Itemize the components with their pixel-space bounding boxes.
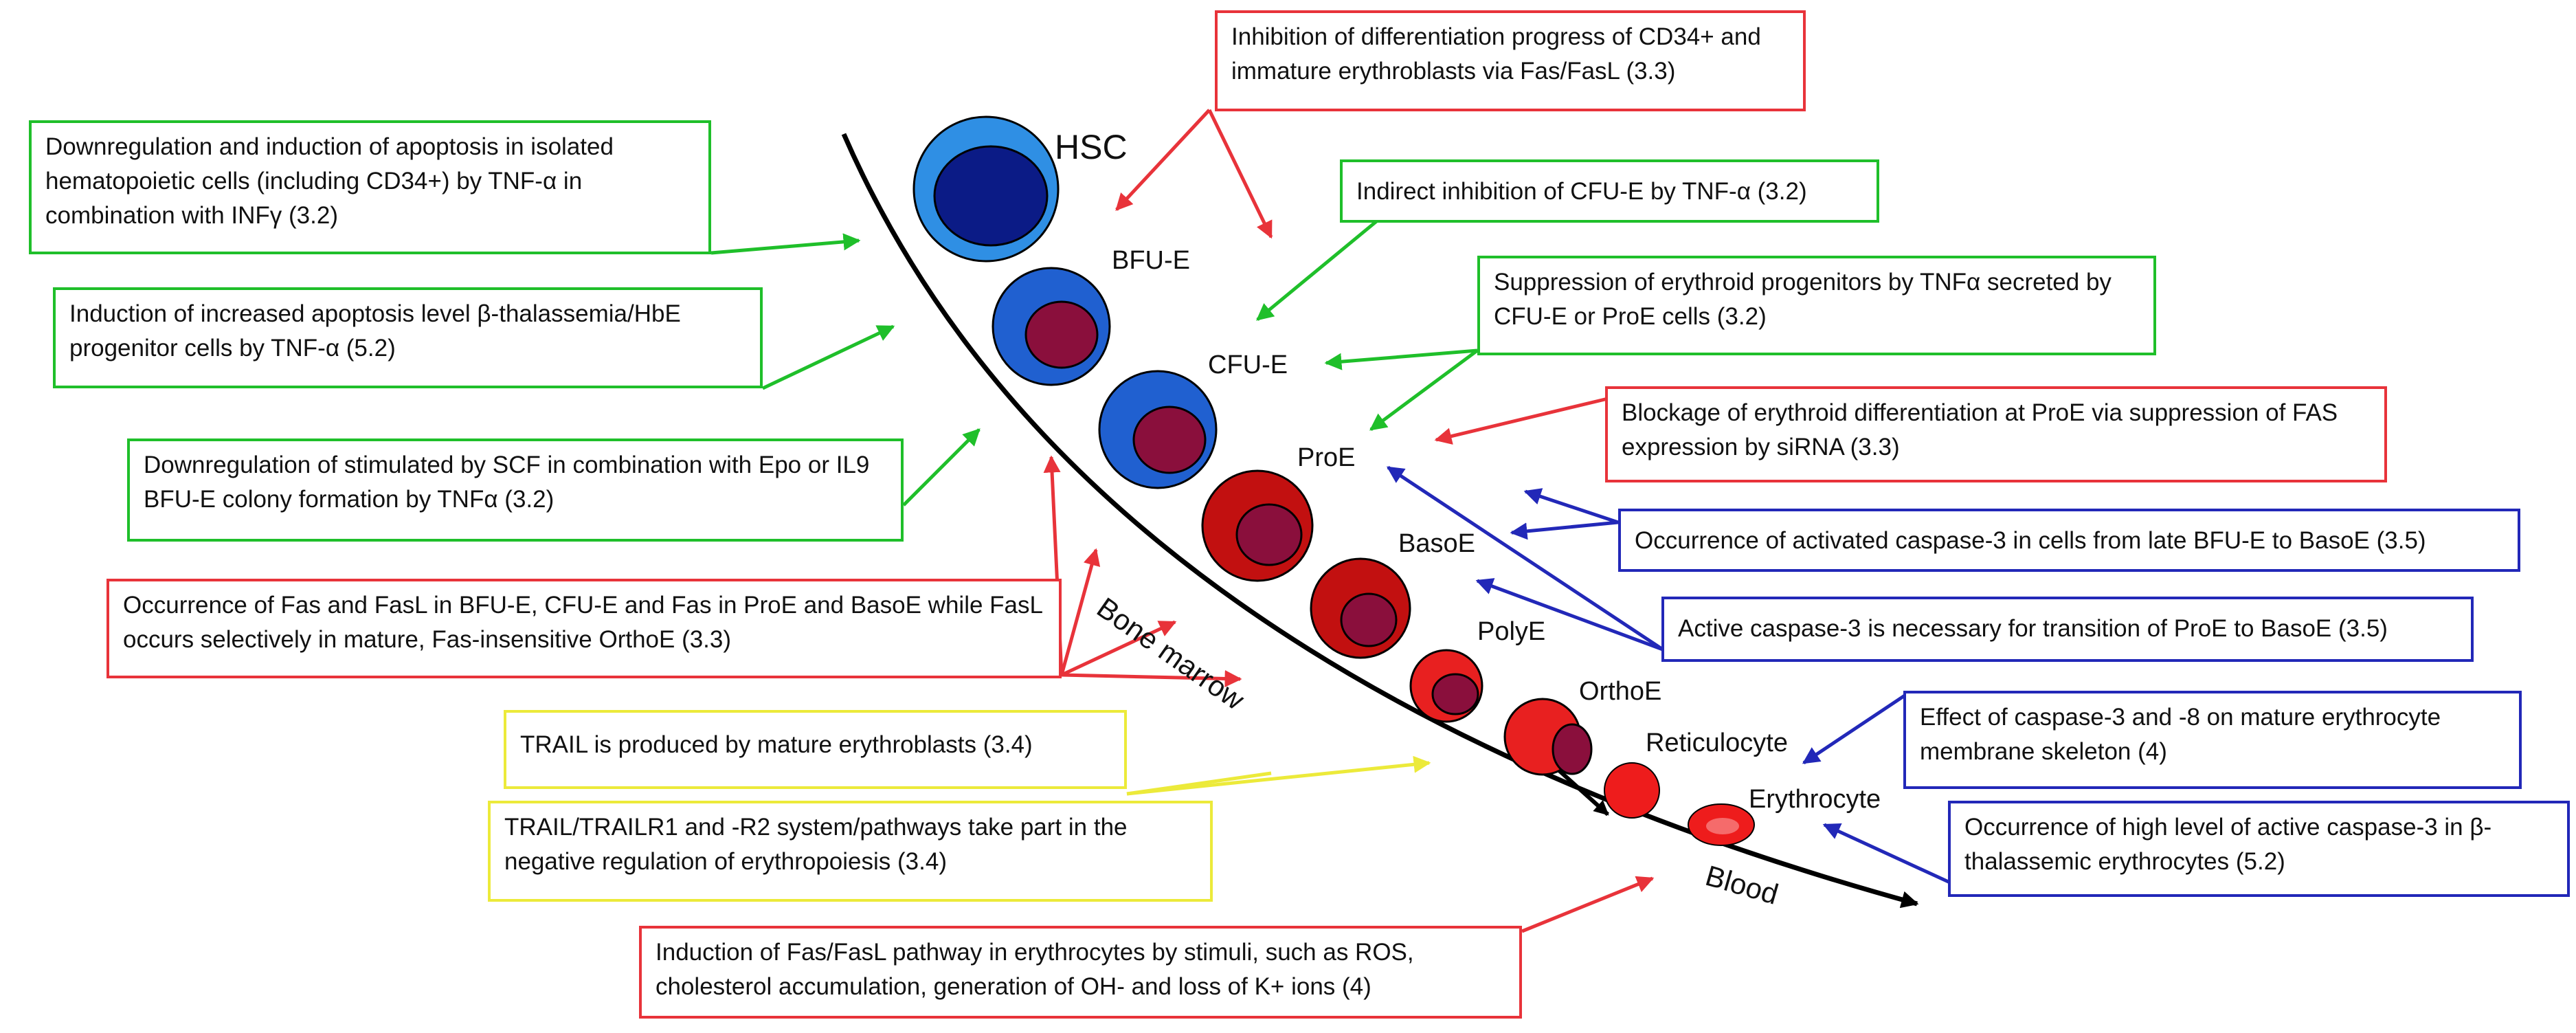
cell-proe: [1201, 469, 1314, 582]
box-thal-apoptosis: Induction of increased apoptosis level β…: [53, 287, 763, 388]
cell-orthoe: [1503, 698, 1593, 776]
cell-erythrocyte: [1688, 803, 1755, 846]
green-arrow-thal: [761, 324, 895, 390]
red-arrow-fas-4: [1061, 669, 1242, 687]
red-arrow-proe: [1434, 397, 1609, 445]
blue-arrow-membrane: [1802, 692, 1908, 765]
label-bfue: BFU-E: [1112, 246, 1190, 275]
label-cfue: CFU-E: [1208, 351, 1288, 379]
label-hsc: HSC: [1055, 128, 1128, 166]
blue-arrow-thal: [1822, 823, 1953, 885]
box-fas-inhibition: Inhibition of differentiation progress o…: [1215, 10, 1806, 111]
blue-arrow-caspase-2: [1510, 520, 1619, 540]
box-sirna-blockage: Blockage of erythroid differentiation at…: [1605, 386, 2387, 482]
green-arrow-suppression-proe: [1369, 348, 1479, 432]
red-arrow-erythrocytes: [1521, 876, 1655, 933]
label-erythrocyte: Erythrocyte: [1749, 785, 1881, 814]
box-trail-produced: TRAIL is produced by mature erythroblast…: [504, 710, 1127, 789]
green-arrow-scf: [902, 428, 981, 507]
green-arrow-tnf: [710, 233, 861, 255]
box-trail-system: TRAIL/TRAILR1 and -R2 system/pathways ta…: [488, 801, 1213, 902]
label-polye: PolyE: [1477, 617, 1546, 646]
cell-reticulocyte: [1604, 762, 1660, 819]
label-basoe: BasoE: [1398, 529, 1475, 558]
cell-basoe: [1310, 557, 1411, 659]
yellow-arrow-trail: [1126, 755, 1431, 796]
blue-arrow-transition-2: [1475, 578, 1664, 652]
box-caspase-occurrence: Occurrence of activated caspase-3 in cel…: [1618, 509, 2520, 572]
label-proe: ProE: [1297, 443, 1356, 472]
red-arrow-hsc: [1115, 109, 1211, 211]
box-scf-downreg: Downregulation of stimulated by SCF in c…: [127, 438, 904, 542]
green-arrows: [710, 205, 1479, 507]
box-cfue-inhibition: Indirect inhibition of CFU-E by TNF-α (3…: [1340, 159, 1879, 223]
red-arrows: [1043, 109, 1655, 933]
blue-arrow-caspase-1: [1523, 488, 1619, 524]
label-reticulocyte: Reticulocyte: [1646, 729, 1788, 757]
red-arrow-fas-3: [1060, 620, 1177, 677]
cell-cfue: [1098, 370, 1218, 489]
yellow-arrow-trail-2: [1126, 771, 1272, 796]
label-orthoe: OrthoE: [1579, 677, 1662, 706]
box-caspase-transition: Active caspase-3 is necessary for transi…: [1661, 597, 2474, 662]
cell-polye: [1409, 649, 1483, 723]
red-arrow-fas-2: [1060, 548, 1101, 676]
box-tnf-apoptosis: Downregulation and induction of apoptosi…: [29, 120, 711, 254]
box-fas-erythrocytes: Induction of Fas/FasL pathway in erythro…: [639, 926, 1522, 1019]
box-caspase-membrane: Effect of caspase-3 and -8 on mature ery…: [1903, 691, 2522, 789]
green-arrow-cfue: [1256, 205, 1396, 321]
green-arrow-suppression-cfue: [1324, 348, 1478, 370]
box-fas-occurrence: Occurrence of Fas and FasL in BFU-E, CFU…: [107, 579, 1062, 678]
blue-arrow-transition-1: [1386, 465, 1664, 652]
red-arrow-bfue: [1207, 109, 1273, 239]
cell-hsc: [912, 115, 1060, 263]
cell-bfue: [992, 267, 1111, 386]
blue-arrows: [1386, 465, 1953, 885]
box-tnf-suppression: Suppression of erythroid progenitors by …: [1477, 256, 2156, 355]
differentiation-axis: [841, 133, 1919, 909]
box-caspase-thal: Occurrence of high level of active caspa…: [1948, 801, 2570, 897]
